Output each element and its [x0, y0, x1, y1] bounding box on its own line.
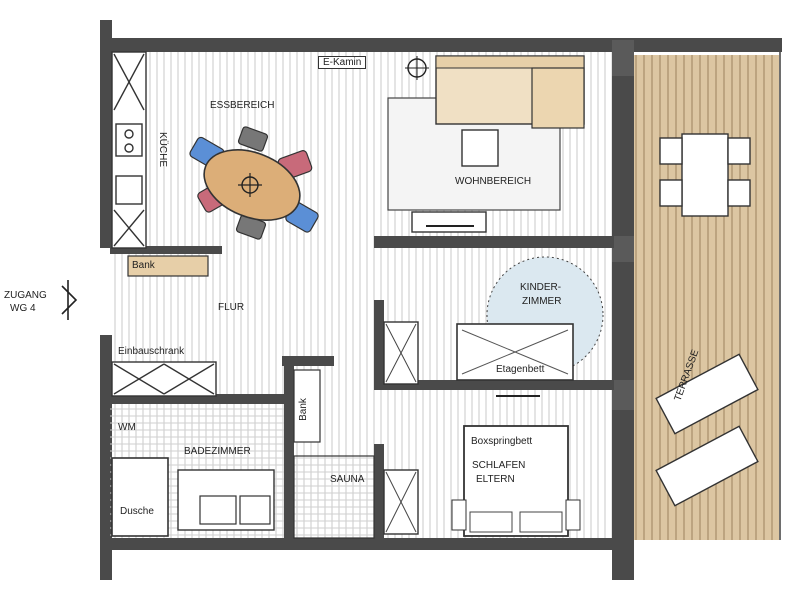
label-schlafen-line2: ELTERN — [476, 474, 515, 485]
label-wm: WM — [118, 422, 136, 433]
bank-top — [127, 255, 209, 277]
kitchen-counter — [111, 51, 147, 249]
label-kinder-line2: ZIMMER — [522, 296, 562, 307]
terrace-frame — [612, 52, 781, 580]
label-dusche: Dusche — [120, 506, 154, 517]
label-essbereich: ESSBEREICH — [210, 100, 275, 111]
label-kinder-line1: KINDER- — [520, 282, 562, 293]
label-bank-top: Bank — [132, 260, 155, 271]
bed-double — [451, 395, 581, 537]
label-einbauschrank: Einbauschrank — [118, 346, 185, 357]
label-etagenbett: Etagenbett — [496, 364, 545, 375]
bathroom — [110, 404, 284, 538]
terrace-loungers — [655, 353, 759, 507]
living-area — [387, 55, 585, 233]
label-boxspringbett: Boxspringbett — [471, 436, 533, 447]
walls — [100, 20, 782, 580]
kids-room — [383, 256, 604, 385]
sauna-area — [293, 369, 419, 539]
label-zugang-line1: ZUGANG — [4, 290, 47, 301]
dining-set — [189, 126, 319, 240]
label-wohnbereich: WOHNBEREICH — [455, 176, 532, 187]
entrance-marker — [61, 280, 78, 320]
label-sauna: SAUNA — [330, 474, 365, 485]
label-schlafen-line1: SCHLAFEN — [472, 460, 526, 471]
wardrobe — [111, 361, 217, 397]
label-bank-side: Bank — [297, 398, 309, 421]
label-flur: FLUR — [218, 302, 245, 313]
label-zugang-line2: WG 4 — [10, 303, 36, 314]
label-kueche: KÜCHE — [157, 132, 168, 168]
label-e-kamin: E-Kamin — [318, 56, 367, 69]
terrace-dining — [659, 133, 751, 217]
label-badezimmer: BADEZIMMER — [184, 446, 251, 457]
